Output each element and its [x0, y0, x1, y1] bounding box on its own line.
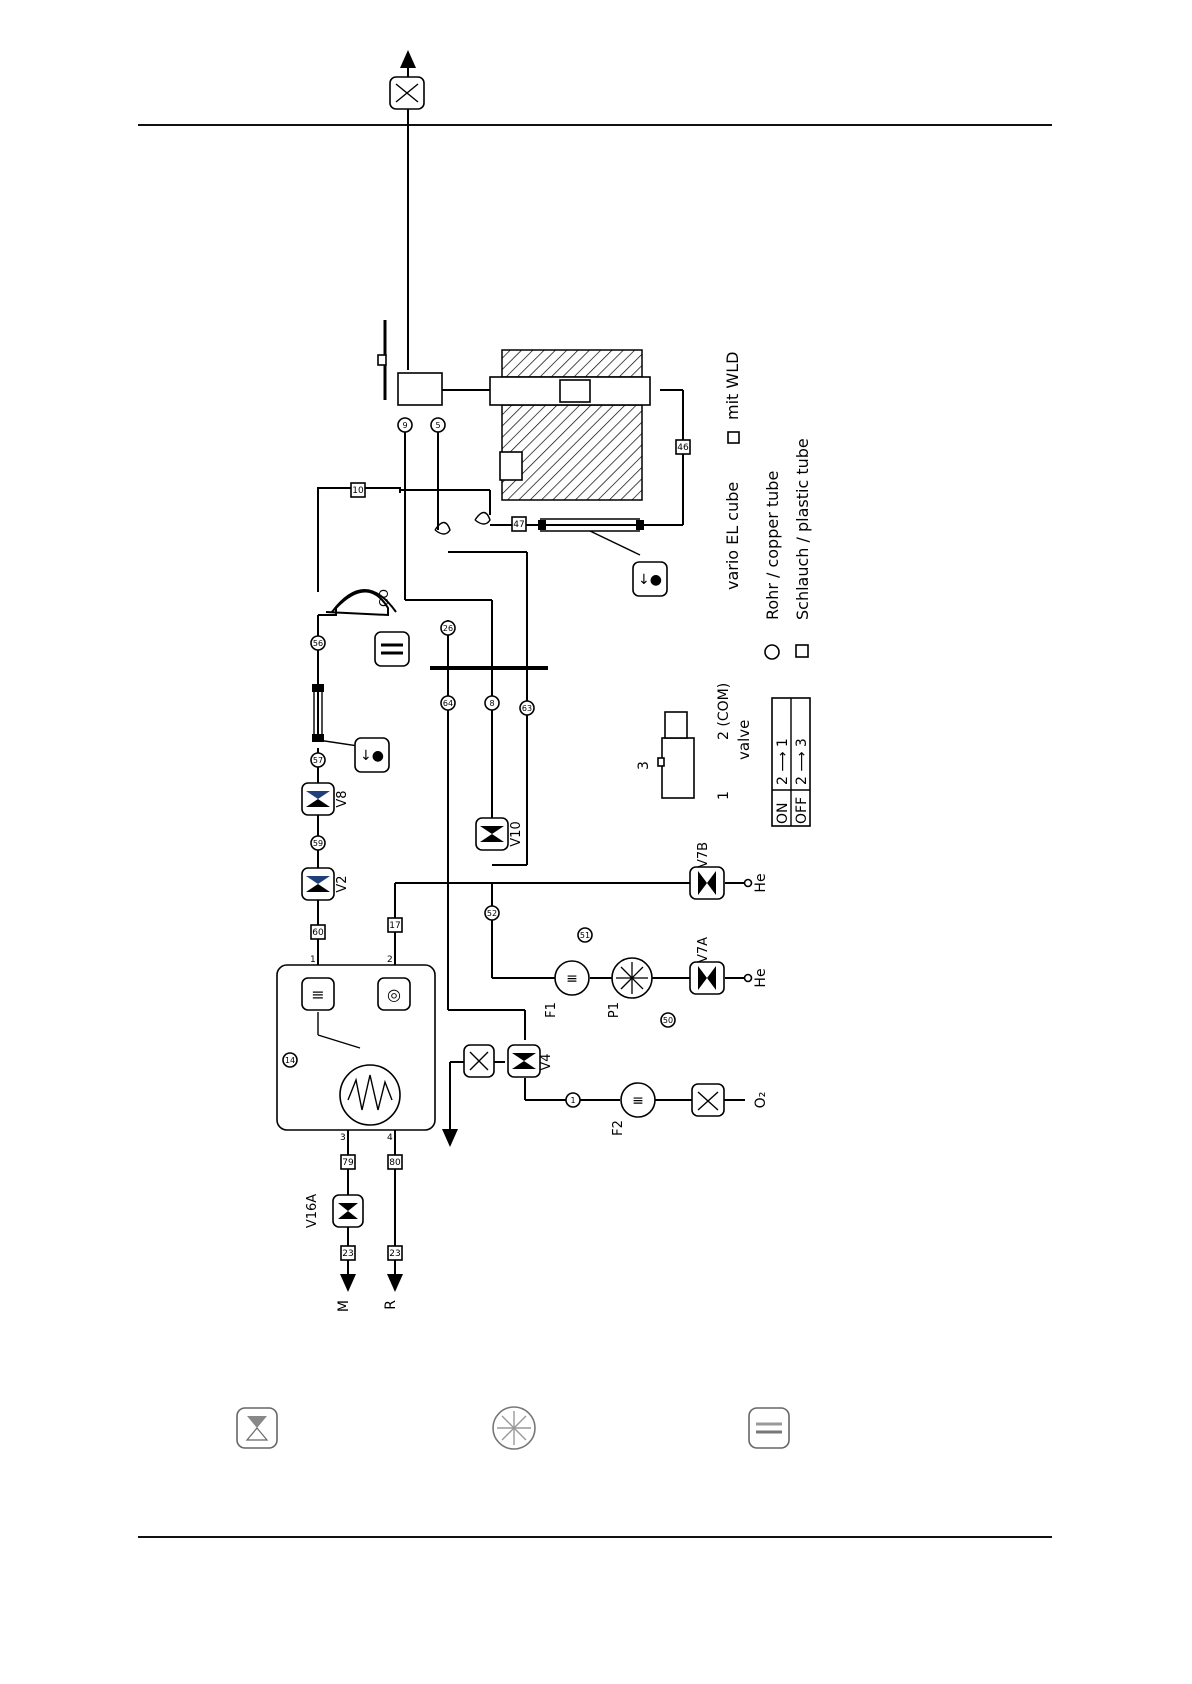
- svg-text:4: 4: [387, 1133, 393, 1143]
- gas-o2: O₂: [753, 1092, 769, 1109]
- svg-text:◎: ◎: [387, 985, 401, 1004]
- svg-text:≡: ≡: [566, 971, 578, 987]
- svg-text:ON: ON: [775, 803, 791, 825]
- svg-text:1: 1: [310, 955, 316, 965]
- label-f1: F1: [544, 1002, 559, 1018]
- svg-text:2 ⟶ 3: 2 ⟶ 3: [794, 738, 810, 785]
- svg-text:23: 23: [342, 1249, 353, 1259]
- svg-text:60: 60: [312, 928, 324, 938]
- svg-text:46: 46: [677, 443, 689, 453]
- pump-icon: [493, 1407, 535, 1449]
- trap-co: CO: [375, 589, 409, 666]
- svg-text:OFF: OFF: [794, 797, 810, 824]
- svg-text:14: 14: [285, 1056, 295, 1065]
- gas-r: R: [383, 1300, 399, 1310]
- legend-schlauch: Schlauch / plastic tube: [793, 438, 812, 620]
- label-v7b: V7B: [696, 842, 711, 868]
- valve-v7b: V7B: [690, 842, 724, 899]
- trap-icon: [749, 1408, 789, 1448]
- label-v4: V4: [539, 1053, 554, 1070]
- analyzer-unit: ≡ ◎: [277, 965, 435, 1130]
- svg-text:17: 17: [389, 921, 400, 931]
- svg-text:79: 79: [342, 1158, 354, 1168]
- svg-text:5: 5: [435, 421, 440, 430]
- pump-p1: P1: [607, 958, 652, 1018]
- gas-he-b: He: [753, 873, 769, 892]
- filter-f1: ≡ F1: [544, 961, 589, 1018]
- valve-v7a: V7A: [690, 937, 724, 994]
- svg-text:63: 63: [522, 704, 532, 713]
- svg-text:10: 10: [352, 486, 364, 496]
- reactor: [378, 320, 650, 534]
- svg-text:3: 3: [340, 1133, 346, 1143]
- gas-he-a: He: [753, 968, 769, 987]
- svg-text:64: 64: [443, 699, 453, 708]
- svg-text:52: 52: [487, 909, 497, 918]
- svg-text:≡: ≡: [311, 985, 324, 1004]
- svg-text:≡: ≡: [632, 1093, 644, 1109]
- legend-title-b: mit WLD: [723, 352, 742, 420]
- svg-text:59: 59: [313, 839, 323, 848]
- svg-text:8: 8: [489, 699, 494, 708]
- valve-v10: V10: [476, 818, 524, 850]
- label-v2: V2: [335, 875, 350, 892]
- svg-text:2 (COM): 2 (COM): [716, 683, 732, 740]
- svg-text:80: 80: [389, 1158, 401, 1168]
- filter-f2: ≡ F2: [611, 1083, 655, 1136]
- svg-text:valve: valve: [735, 720, 753, 760]
- svg-text:57: 57: [313, 756, 323, 765]
- valve-v4: V4: [508, 1045, 554, 1077]
- svg-text:2 ⟶ 1: 2 ⟶ 1: [775, 738, 791, 785]
- regulators: [390, 77, 724, 1116]
- valve-v16a: V16A: [305, 1194, 363, 1228]
- svg-text:3: 3: [636, 761, 652, 770]
- label-co: CO: [377, 589, 391, 607]
- gas-m: M: [336, 1300, 352, 1312]
- svg-text:56: 56: [313, 639, 323, 648]
- svg-text:↓●: ↓●: [360, 748, 384, 764]
- svg-text:51: 51: [580, 931, 590, 940]
- svg-text:23: 23: [389, 1249, 400, 1259]
- label-f2: F2: [611, 1120, 626, 1136]
- valve-v2: V2: [302, 868, 350, 900]
- svg-text:50: 50: [663, 1016, 673, 1025]
- state-table: ON OFF 2 ⟶ 1 2 ⟶ 3: [772, 698, 810, 826]
- svg-text:↓●: ↓●: [638, 572, 662, 588]
- legend-title-a: vario EL cube: [723, 482, 742, 590]
- svg-text:2: 2: [387, 955, 393, 965]
- label-v16a: V16A: [305, 1194, 320, 1228]
- svg-text:47: 47: [513, 520, 524, 530]
- valve-icon: [237, 1408, 277, 1448]
- svg-text:26: 26: [443, 624, 453, 633]
- label-v10: V10: [509, 821, 524, 846]
- svg-text:1: 1: [570, 1096, 575, 1105]
- svg-text:1: 1: [716, 791, 732, 800]
- valve-diagram: 1 2 (COM) 3 valve: [636, 683, 753, 800]
- valve-v8: V8: [302, 783, 350, 815]
- label-v8: V8: [335, 790, 350, 807]
- svg-text:9: 9: [402, 421, 407, 430]
- legend-rohr: Rohr / copper tube: [763, 471, 782, 620]
- label-p1: P1: [607, 1002, 622, 1018]
- label-v7a: V7A: [696, 937, 711, 963]
